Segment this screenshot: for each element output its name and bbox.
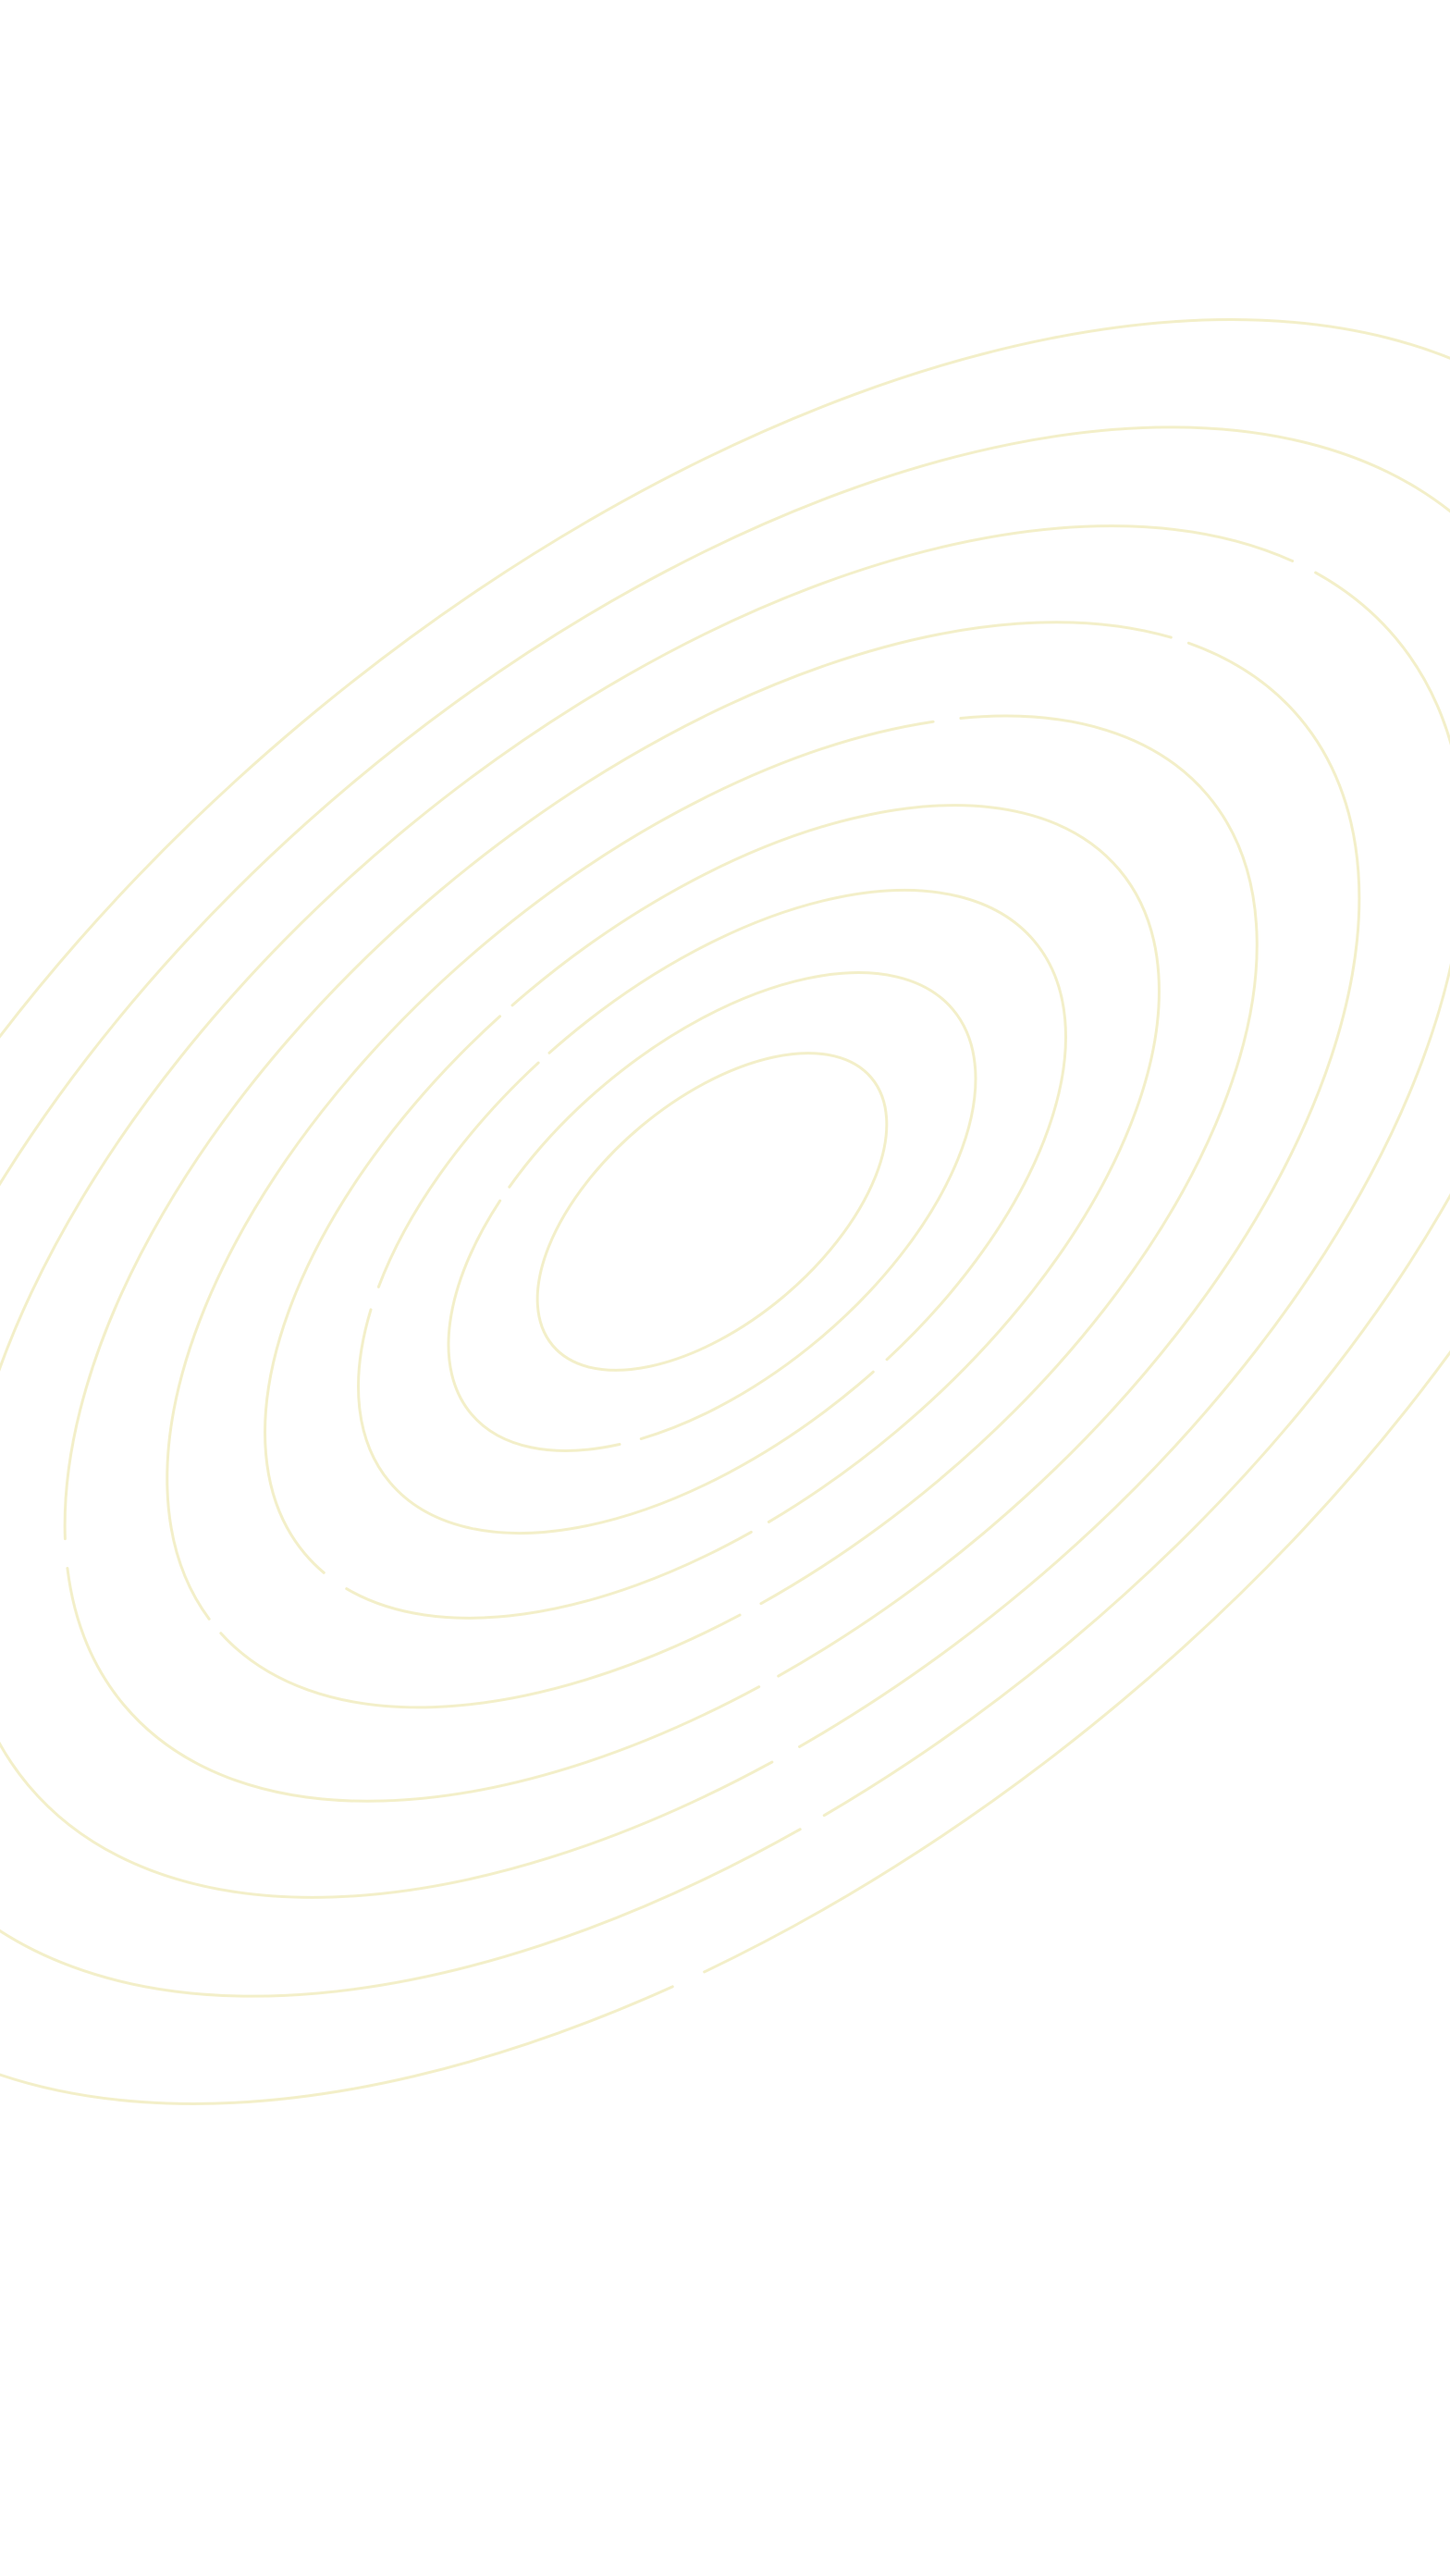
ring-5 — [166, 714, 1259, 1709]
ring-9 — [0, 318, 1450, 2105]
ring-8 — [0, 425, 1450, 1998]
ring-6 — [63, 621, 1361, 1803]
ring-1 — [535, 1052, 889, 1372]
ring-2 — [447, 971, 977, 1452]
ring-7 — [0, 524, 1450, 1899]
ring-3 — [357, 888, 1067, 1535]
